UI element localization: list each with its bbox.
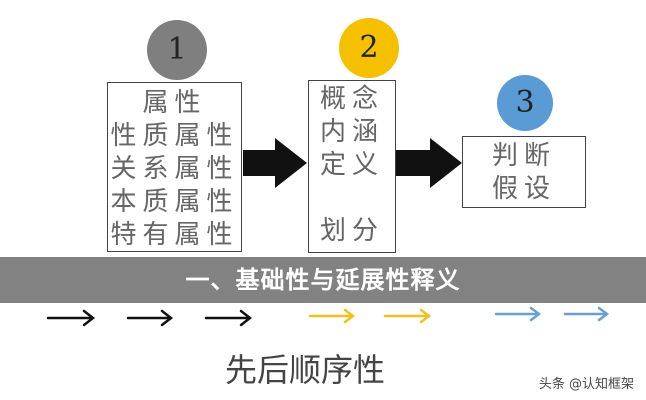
bottom-label: 先后顺序性 [224,351,385,389]
small-arrow-yellow-1 [308,308,356,324]
small-arrow-black-2 [126,309,174,327]
step-2-circle: 2 [339,18,399,78]
big-arrow-1 [243,138,307,188]
box3-line: 假设 [491,174,556,204]
box2-line: 定义 [319,150,384,180]
step-3-circle: 3 [497,75,553,131]
big-arrow-2 [396,138,462,188]
step-1-box: 属性 性质属性 关系属性 本质属性 特有属性 [107,82,242,252]
step-1-circle: 1 [147,20,207,80]
step-1-number: 1 [167,32,187,67]
box2-line: 划分 [319,216,384,246]
small-arrow-black-1 [46,309,96,327]
box2-line: 内涵 [319,117,384,147]
small-arrow-yellow-2 [383,308,432,324]
small-arrow-black-3 [204,309,253,327]
small-arrow-blue-2 [563,306,610,322]
step-2-number: 2 [359,30,379,65]
watermark: 头条 @认知框架 [538,377,634,392]
step-3-number: 3 [515,85,535,120]
box3-line: 判断 [491,141,556,171]
step-3-box: 判断 假设 [462,136,586,208]
box1-line: 属性 [142,88,207,118]
box2-line: 概念 [319,84,384,114]
box1-line: 关系属性 [110,154,239,184]
banner-title: 一、基础性与延展性释义 [0,257,646,303]
box1-line: 特有属性 [110,220,239,250]
box1-line: 性质属性 [110,121,239,151]
step-2-box: 概念 内涵 定义 划分 [308,80,396,253]
box2-line-hidden [309,182,395,215]
box1-line: 本质属性 [110,187,239,217]
small-arrow-blue-1 [494,306,542,322]
